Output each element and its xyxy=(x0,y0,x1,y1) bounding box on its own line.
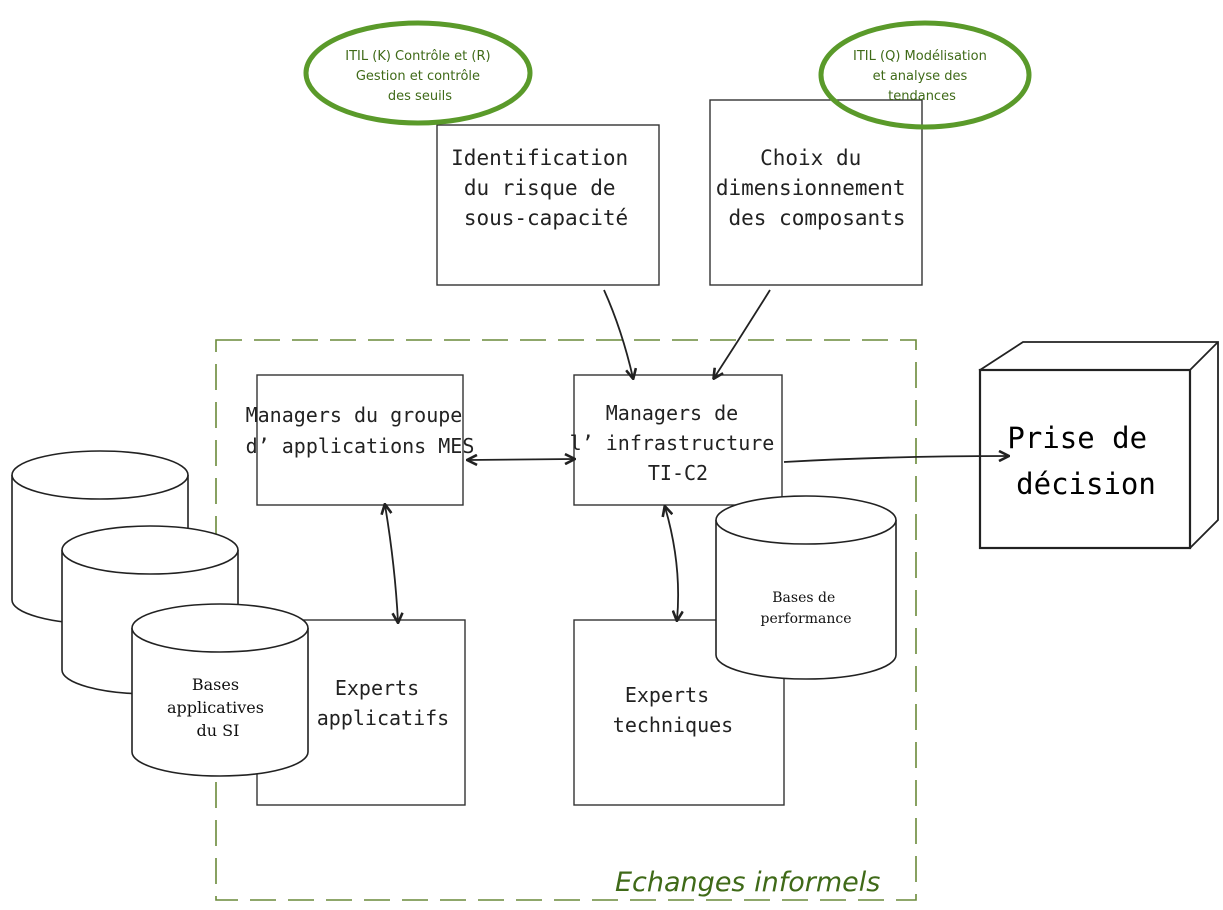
identification-text: Identification du risque de sous-capacit… xyxy=(451,146,641,230)
bases-applicatives-text: Bases applicatives du SI xyxy=(167,675,269,740)
arrow-mes-infra xyxy=(468,459,574,460)
arrow-infra-experts-techniques xyxy=(665,507,678,620)
zone-label: Echanges informels xyxy=(615,867,880,898)
managers-mes-text: Managers du groupe d’ applications MES xyxy=(246,403,475,458)
itil-badge-left xyxy=(303,20,533,126)
arrow-mes-experts-applicatifs xyxy=(385,505,398,622)
arrow-identification-to-infra xyxy=(603,289,633,378)
decision-text: Prise de décision xyxy=(1007,421,1164,501)
managers-mes-box[interactable] xyxy=(256,374,464,506)
managers-infra-text: Managers de l’ infrastructure TI-C2 xyxy=(570,401,787,485)
bases-performance-text: Bases de performance xyxy=(760,590,851,627)
itil-badge-right-text: ITIL (Q) Modélisation et analyse des ten… xyxy=(853,49,991,104)
choix-box[interactable] xyxy=(709,99,923,286)
itil-badge-left-text: ITIL (K) Contrôle et (R) Gestion et cont… xyxy=(345,49,494,104)
choix-text: Choix du dimensionnement des composants xyxy=(716,146,918,230)
informal-exchange-zone xyxy=(215,339,917,901)
arrow-choix-to-infra xyxy=(714,289,771,378)
database-cylinder-front[interactable] xyxy=(131,603,309,777)
itil-badge-right xyxy=(818,20,1032,130)
experts-techniques-text: Experts techniques xyxy=(613,683,733,737)
managers-infra-box[interactable] xyxy=(573,374,783,506)
identification-box[interactable] xyxy=(436,124,660,286)
arrow-infra-to-decision xyxy=(783,456,1008,463)
performance-database-cylinder[interactable] xyxy=(715,495,897,680)
decision-box[interactable] xyxy=(978,341,1219,550)
experts-applicatifs-text: Experts applicatifs xyxy=(317,676,449,730)
